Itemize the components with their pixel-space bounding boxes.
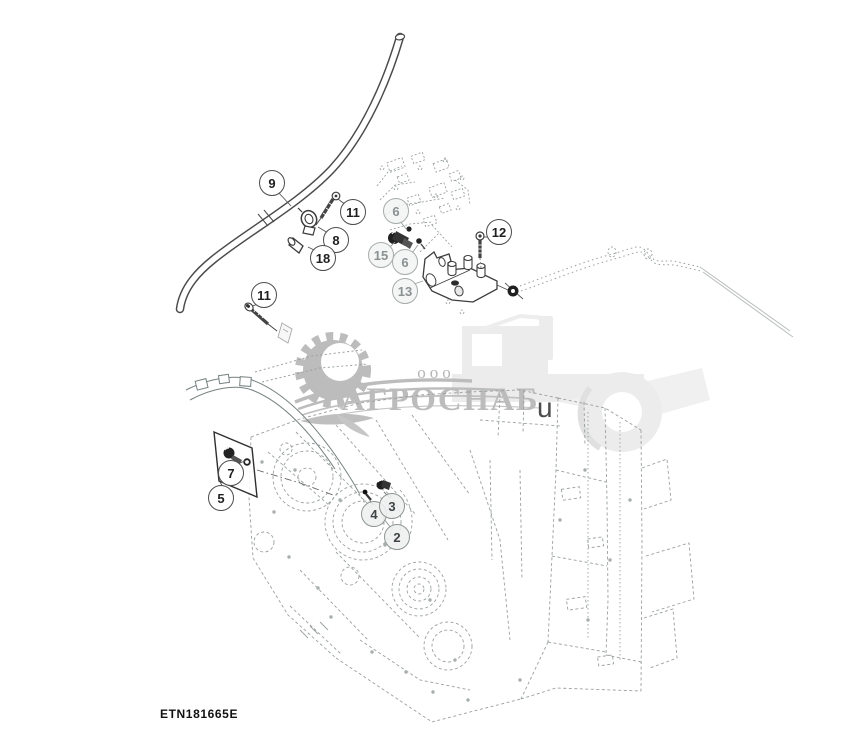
callout-label: 15 <box>373 247 389 263</box>
watermark-tractor-icon <box>452 313 710 452</box>
plug-part <box>223 447 235 459</box>
callout-label: 3 <box>388 498 396 514</box>
callout-9[interactable]: 9 <box>259 170 285 196</box>
callout-15[interactable]: 15 <box>368 242 394 268</box>
callout-6[interactable]: 6 <box>392 249 418 275</box>
watermark-gear-icon <box>294 332 541 437</box>
screw-part-lower <box>244 302 278 332</box>
remote-hose-outline <box>519 246 794 338</box>
o-ring-part <box>243 458 251 466</box>
transmission-case-outline <box>248 389 695 723</box>
watermark-title: АГРОСНАБ <box>341 382 539 418</box>
drawing-code: ETN181665E <box>160 707 239 721</box>
callout-7[interactable]: 7 <box>218 460 244 486</box>
callout-label: 5 <box>217 490 225 506</box>
check-ball-upper <box>406 226 412 232</box>
shim-plate-outline <box>277 322 293 344</box>
check-ball-lower <box>416 238 422 244</box>
callout-label: 6 <box>401 254 409 270</box>
callout-label: 2 <box>393 529 401 545</box>
clamp-part <box>297 207 318 236</box>
callout-12[interactable]: 12 <box>486 219 512 245</box>
callout-2[interactable]: 2 <box>384 524 410 550</box>
fitting-part <box>388 226 426 250</box>
bracket-part <box>422 251 498 303</box>
callout-label: 7 <box>227 465 235 481</box>
callout-11[interactable]: 11 <box>251 282 277 308</box>
callout-label: 11 <box>257 287 271 303</box>
tube-part <box>175 32 406 314</box>
transmission-bolt-holes <box>260 460 632 702</box>
watermark-ooo: ооо <box>417 363 455 382</box>
bushing-part <box>287 237 304 254</box>
callout-11[interactable]: 11 <box>340 199 366 225</box>
callout-label: 8 <box>332 232 340 248</box>
screw-part-12 <box>475 231 485 269</box>
callout-label: 18 <box>315 250 331 266</box>
callout-label: 4 <box>370 506 378 522</box>
grommet-part <box>496 282 524 300</box>
front-fittings <box>362 479 391 501</box>
callout-label: 12 <box>491 224 507 240</box>
callout-5[interactable]: 5 <box>208 485 234 511</box>
callout-3[interactable]: 3 <box>379 493 405 519</box>
screw-part-upper <box>315 191 341 226</box>
callout-6[interactable]: 6 <box>383 198 409 224</box>
callout-label: 11 <box>346 204 360 220</box>
callout-18[interactable]: 18 <box>310 245 336 271</box>
callout-label: 13 <box>397 283 413 299</box>
watermark-corner-mark: u <box>537 392 553 423</box>
callout-label: 6 <box>392 203 400 219</box>
callout-13[interactable]: 13 <box>392 278 418 304</box>
callout-label: 9 <box>268 175 276 191</box>
